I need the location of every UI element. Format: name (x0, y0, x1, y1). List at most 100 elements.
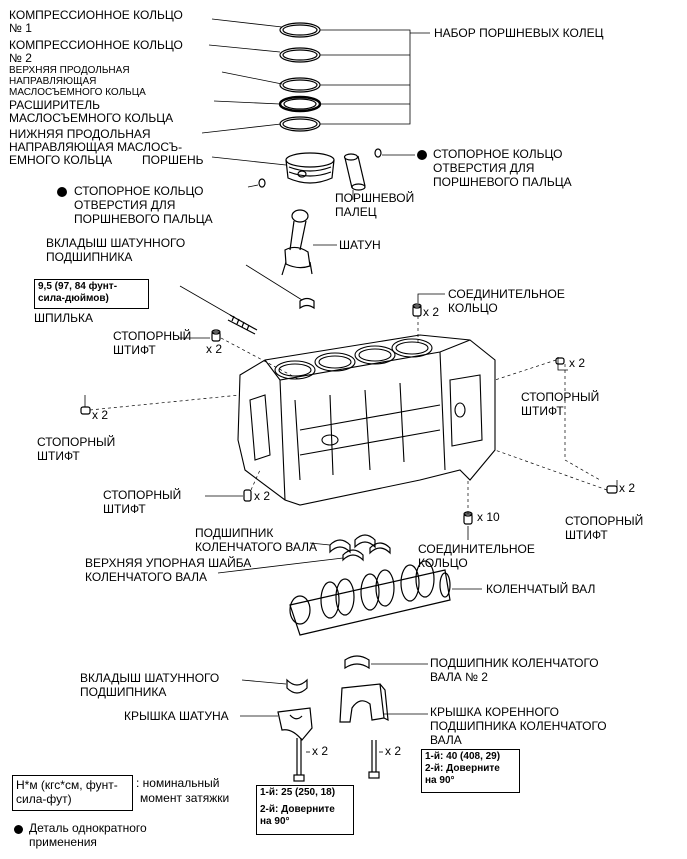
crank-bearing-no2-label-1: ПОДШИПНИК КОЛЕНЧАТОГО (430, 656, 599, 670)
piston-pin-drawing (343, 153, 366, 191)
ring-pin-top-label-1: СОЕДИНИТЕЛЬНОЕ (448, 287, 565, 301)
expander-label-2: МАСЛОСЪЕМНОГО КОЛЬЦА (9, 111, 174, 125)
snap-ring-left-drawing (258, 178, 266, 188)
legend-unit-line-1: Н*м (кгс*см, фунт- (16, 778, 118, 792)
piston-pin-label-2: ПАЛЕЦ (335, 205, 377, 219)
main-torque-line-1: 1-й: 40 (408, 29) (425, 751, 501, 762)
conrod-bearing-lower-label-1: ВКЛАДЫШ ШАТУННОГО (80, 671, 220, 685)
ring-pin-bottom-label-1: СОЕДИНИТЕЛЬНОЕ (418, 542, 535, 556)
dowel-left-label-1: СТОПОРНЫЙ (37, 435, 116, 449)
crank-bearing-upper-drawing (329, 534, 376, 554)
ring-pin-top-quantity: x 2 (423, 305, 440, 319)
lower-oil-rail (279, 116, 321, 132)
dowel-far-label-2: ШТИФТ (565, 528, 608, 542)
main-bolt-torque-box: 1-й: 40 (408, 29) 2-й: Доверните на 90° (421, 749, 520, 793)
crank-bearing-no2-label-2: ВАЛА № 2 (430, 670, 488, 684)
dowel-left-quantity: x 2 (92, 408, 109, 422)
ring-pin-top-label-2: КОЛЬЦО (448, 301, 498, 315)
crankshaft-label: КОЛЕНЧАТЫЙ ВАЛ (486, 582, 596, 596)
lower-rail-label-3: ЕМНОГО КОЛЬЦА (9, 153, 113, 167)
thrust-washer-label-2: КОЛЕНЧАТОГО ВАЛА (85, 570, 208, 584)
crank-bearing-label-1: ПОДШИПНИК (195, 526, 274, 540)
upper-rail-label-2: НАПРАВЛЯЮЩАЯ (9, 76, 97, 87)
snap-ring-left-label-1: СТОПОРНОЕ КОЛЬЦО (74, 184, 204, 198)
legend-torque-label-1: : номинальный (136, 776, 220, 790)
lower-rail-label-2: НАПРАВЛЯЮЩАЯ МАСЛОСЪ- (9, 140, 183, 154)
dowel-left-drawing (80, 406, 91, 415)
stud-torque-line-1: 9,5 (97, 84 фунт- (38, 281, 118, 292)
stud-torque-line-2: сила-дюймов) (38, 293, 109, 304)
ring-pin-bottom-quantity: x 10 (477, 510, 500, 524)
dowel-bottom-label-1: СТОПОРНЫЙ (103, 488, 182, 502)
legend-once-label-1: Деталь однократного (29, 821, 147, 835)
thrust-washer-drawing (342, 542, 391, 562)
ring-set-label: НАБОР ПОРШНЕВЫХ КОЛЕЦ (434, 26, 604, 40)
compression-ring-1 (279, 22, 321, 38)
snap-ring-right-label-1: СТОПОРНОЕ КОЛЬЦО (433, 147, 563, 161)
dowel-right-quantity: x 2 (569, 356, 586, 370)
dowel-1-quantity: x 2 (206, 342, 223, 356)
upper-rail-label-1: ВЕРХНЯЯ ПРОДОЛЬНАЯ (9, 65, 130, 76)
dowel-1-drawing (211, 329, 221, 342)
main-cap-label-1: КРЫШКА КОРЕННОГО (430, 705, 559, 719)
legend-once-label-2: применения (29, 835, 97, 849)
main-bearing-cap-drawing (339, 683, 389, 723)
one-time-use-legend-marker (14, 825, 23, 834)
conrod-torque-line-1: 1-й: 25 (250, 18) (260, 787, 336, 798)
connecting-rod-drawing (281, 209, 313, 276)
crank-bearing-label-2: КОЛЕНЧАТОГО ВАЛА (195, 540, 318, 554)
snap-ring-right-drawing (374, 148, 382, 158)
legend-unit-box: Н*м (кгс*см, фунт- сила-фут) (12, 775, 133, 811)
dowel-right-label-1: СТОПОРНЫЙ (521, 390, 600, 404)
thrust-washer-label-1: ВЕРХНЯЯ УПОРНАЯ ШАЙБА (85, 556, 252, 570)
one-time-use-marker (57, 187, 67, 197)
ring-pin-bottom-label-2: КОЛЬЦО (418, 556, 468, 570)
piston-label: ПОРШЕНЬ (142, 153, 204, 167)
compression-ring-1-number: № 1 (9, 21, 32, 35)
main-bolt-drawing (368, 740, 380, 779)
main-cap-label-3: ВАЛА (430, 733, 462, 747)
dowel-bottom-drawing (243, 489, 252, 502)
snap-ring-right-label-3: ПОРШНЕВОГО ПАЛЬЦА (433, 175, 572, 189)
conrod-bolt-torque-box: 1-й: 25 (250, 18) 2-й: Доверните на 90° (256, 785, 354, 835)
oil-ring-expander (278, 95, 322, 113)
main-cap-label-2: ПОДШИПНИКА КОЛЕНЧАТОГО (430, 719, 607, 733)
conrod-label: ШАТУН (339, 238, 381, 252)
snap-ring-right-label-2: ОТВЕРСТИЯ ДЛЯ (433, 161, 535, 175)
conrod-bearing-upper-label-2: ПОДШИПНИКА (46, 250, 133, 264)
conrod-bearing-upper-label-1: ВКЛАДЫШ ШАТУННОГО (46, 236, 186, 250)
piston-pin-label-1: ПОРШНЕВОЙ (335, 191, 415, 205)
snap-ring-left-label-2: ОТВЕРСТИЯ ДЛЯ (74, 198, 176, 212)
cylinder-block-drawing (237, 334, 496, 506)
compression-ring-1-label: КОМПРЕССИОННОЕ КОЛЬЦО (9, 8, 183, 22)
compression-ring-2-label: КОМПРЕССИОННОЕ КОЛЬЦО (9, 38, 183, 52)
dowel-far-quantity: x 2 (619, 481, 636, 495)
legend-torque-label-2: момент затяжки (140, 791, 230, 805)
conrod-bearing-lower-drawing (286, 678, 308, 694)
stud-torque-box: 9,5 (97, 84 фунт- сила-дюймов) (34, 279, 149, 309)
conrod-cap-label: КРЫШКА ШАТУНА (124, 709, 229, 723)
one-time-use-marker (417, 150, 427, 160)
snap-ring-left-label-3: ПОРШНЕВОГО ПАЛЬЦА (74, 212, 213, 226)
conrod-torque-line-3: на 90° (260, 816, 290, 827)
dowel-1-label-1: СТОПОРНЫЙ (113, 329, 192, 343)
conrod-bearing-upper-drawing (299, 297, 315, 310)
conrod-torque-line-2: 2-й: Доверните (260, 804, 335, 815)
lower-rail-label-1: НИЖНЯЯ ПРОДОЛЬНАЯ (9, 127, 151, 141)
compression-ring-2 (279, 47, 321, 63)
dowel-far-label-1: СТОПОРНЫЙ (565, 514, 644, 528)
stud-drawing (227, 314, 258, 335)
conrod-bolt-drawing (293, 738, 305, 782)
main-bolt-quantity: x 2 (385, 744, 402, 758)
ring-pin-top-drawing (412, 303, 422, 317)
dowel-bottom-label-2: ШТИФТ (103, 502, 146, 516)
legend-unit-line-2: сила-фут) (16, 792, 72, 806)
piston-drawing (285, 152, 335, 184)
crank-bearing-no2-drawing (344, 655, 370, 670)
dowel-right-label-2: ШТИФТ (521, 404, 564, 418)
upper-oil-rail (279, 77, 321, 93)
main-torque-line-3: на 90° (425, 775, 455, 786)
upper-rail-label-3: МАСЛОСЪЕМНОГО КОЛЬЦА (9, 87, 146, 98)
